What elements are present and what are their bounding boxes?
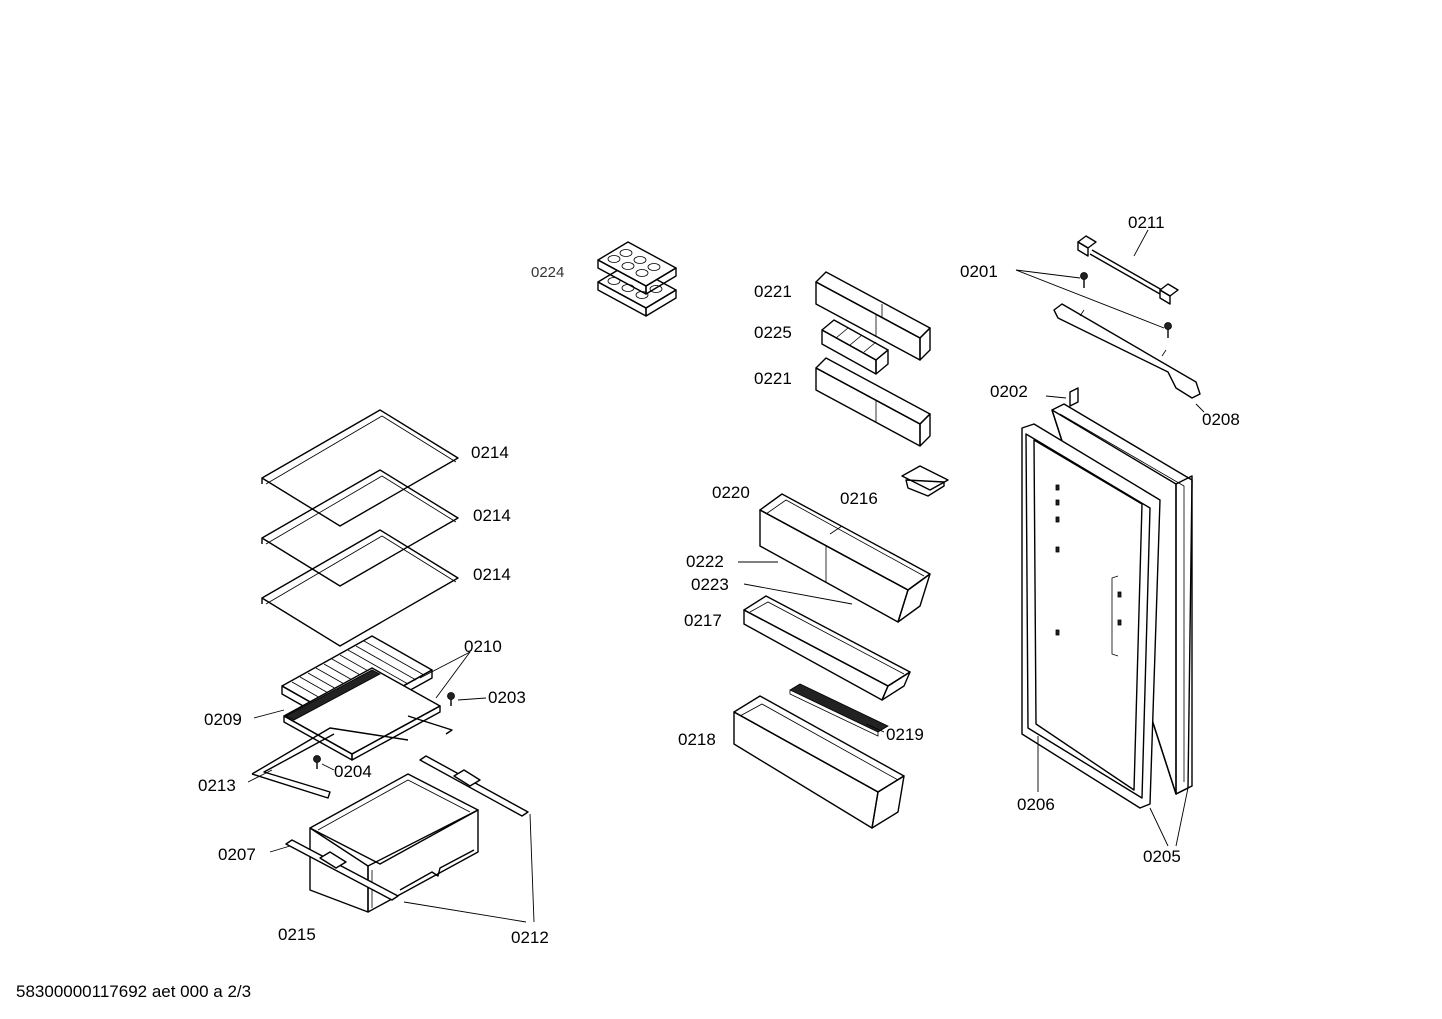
label-0208: 0208	[1202, 410, 1240, 429]
label-0222: 0222	[686, 552, 724, 571]
label-0214-middle: 0214	[473, 506, 511, 525]
label-0203: 0203	[488, 688, 526, 707]
label-0216: 0216	[840, 489, 878, 508]
label-0221-lower: 0221	[754, 369, 792, 388]
label-0220: 0220	[712, 483, 750, 502]
hinge-pin-0202	[1069, 387, 1079, 407]
screw-0201-a	[1080, 272, 1088, 288]
door-shelf-medium	[743, 595, 911, 701]
glass-shelf-bottom	[261, 529, 459, 647]
vegetable-drawer	[309, 773, 479, 913]
leader-lines	[247, 229, 1205, 923]
drawer-rail-0207	[285, 839, 399, 901]
door-handle-bar	[1077, 235, 1179, 305]
small-door-shelf-lower	[815, 357, 931, 447]
screw-0204	[313, 755, 321, 769]
label-0221-upper: 0221	[754, 282, 792, 301]
shelf-support-frame	[251, 715, 453, 799]
label-0201: 0201	[960, 262, 998, 281]
label-0213: 0213	[198, 776, 236, 795]
label-0209: 0209	[204, 710, 242, 729]
door-hinge-bracket	[1053, 303, 1201, 399]
label-0204: 0204	[334, 762, 372, 781]
label-0218: 0218	[678, 730, 716, 749]
drawer-rail-0212	[419, 755, 529, 817]
label-0210: 0210	[464, 637, 502, 656]
bottle-shelf-large	[733, 695, 905, 829]
label-0223: 0223	[691, 575, 729, 594]
screw-0203	[447, 692, 455, 706]
glass-shelf-middle	[261, 469, 459, 587]
label-0217: 0217	[684, 611, 722, 630]
bottle-holder-insert	[821, 319, 889, 375]
label-0214-bottom: 0214	[473, 565, 511, 584]
butter-dish	[901, 465, 949, 497]
label-0214-top: 0214	[471, 443, 509, 462]
label-0205: 0205	[1143, 847, 1181, 866]
label-0212: 0212	[511, 928, 549, 947]
small-door-shelf-upper	[815, 271, 931, 361]
glass-shelf-top	[261, 409, 459, 527]
label-0206: 0206	[1017, 795, 1055, 814]
door-gasket	[1021, 423, 1161, 809]
label-0215: 0215	[278, 925, 316, 944]
label-0225: 0225	[754, 323, 792, 342]
label-0224: 0224	[531, 264, 564, 281]
label-0211: 0211	[1128, 213, 1165, 232]
label-0202: 0202	[990, 382, 1028, 401]
door-compartment-with-lid	[759, 493, 931, 623]
bottle-retainer-clip	[789, 683, 889, 737]
label-0219: 0219	[886, 725, 924, 744]
drawing-reference-footer: 58300000117692 aet 000 a 2/3	[16, 982, 251, 1001]
screw-0201-b	[1164, 322, 1172, 338]
egg-tray	[597, 241, 677, 317]
label-0207: 0207	[218, 845, 256, 864]
